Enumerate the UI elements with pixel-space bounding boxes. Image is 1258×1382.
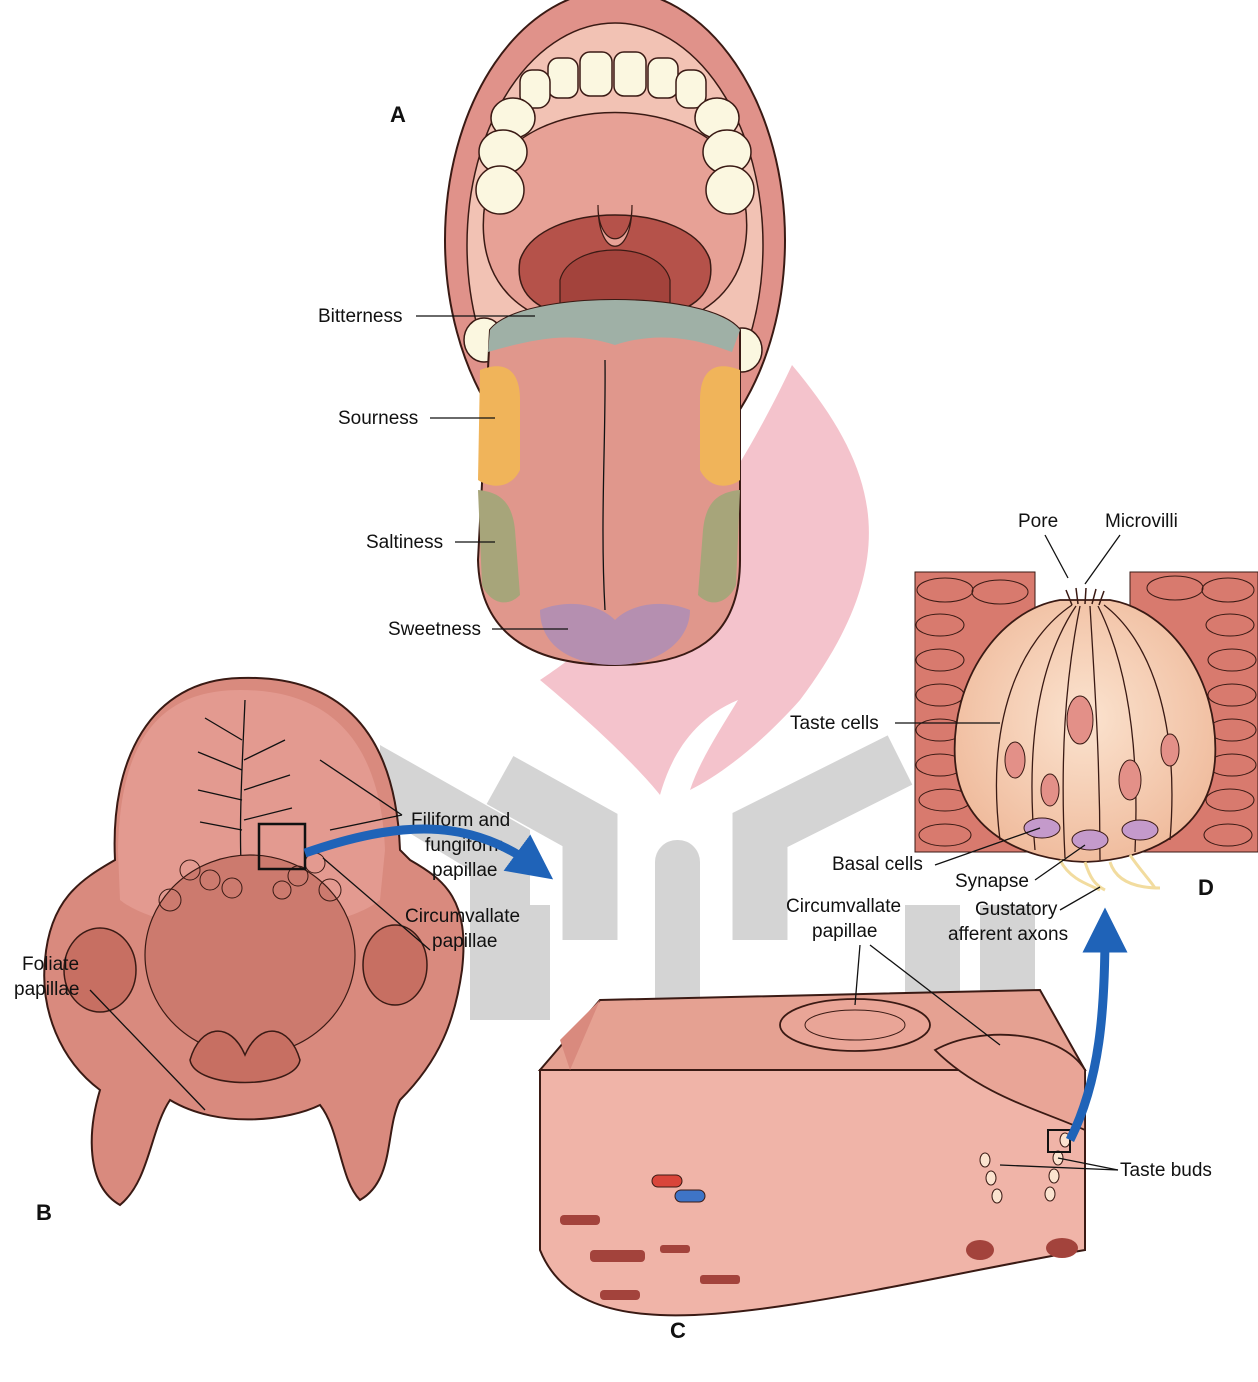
panel-label-c: C — [670, 1318, 686, 1343]
label-synapse: Synapse — [955, 871, 1029, 892]
sourness-zone-right — [700, 366, 740, 485]
label-foliate-line1: Foliate — [22, 954, 79, 975]
label-taste-buds: Taste buds — [1120, 1160, 1212, 1181]
label-sweetness: Sweetness — [388, 619, 481, 640]
label-basal-cells: Basal cells — [832, 854, 923, 875]
tongue-a — [478, 300, 740, 665]
label-taste-cells: Taste cells — [790, 713, 879, 734]
label-circumvallate-b-line1: Circumvallate — [405, 906, 520, 927]
label-gustatory-line2: afferent axons — [948, 924, 1068, 945]
panel-d-taste-bud — [915, 572, 1258, 890]
label-sourness: Sourness — [338, 408, 418, 429]
panel-label-b: B — [36, 1200, 52, 1225]
label-microvilli: Microvilli — [1105, 511, 1178, 532]
label-bitterness: Bitterness — [318, 306, 402, 327]
label-filiform-line3: papillae — [432, 860, 498, 881]
circumvallate-papilla-1 — [780, 999, 930, 1051]
foliate-region — [145, 855, 355, 1055]
label-circumvallate-c-line1: Circumvallate — [786, 896, 901, 917]
panel-a-mouth — [445, 0, 785, 665]
panel-c-tissue-block — [540, 990, 1085, 1315]
label-gustatory-line1: Gustatory — [975, 899, 1058, 920]
label-foliate-line2: papillae — [14, 979, 80, 1000]
sourness-zone-left — [478, 366, 520, 485]
label-circumvallate-c-line2: papillae — [812, 921, 878, 942]
panel-label-a: A — [390, 102, 406, 127]
label-pore: Pore — [1018, 511, 1058, 532]
label-circumvallate-b-line2: papillae — [432, 931, 498, 952]
panel-label-d: D — [1198, 875, 1214, 900]
label-saltiness: Saltiness — [366, 532, 443, 553]
